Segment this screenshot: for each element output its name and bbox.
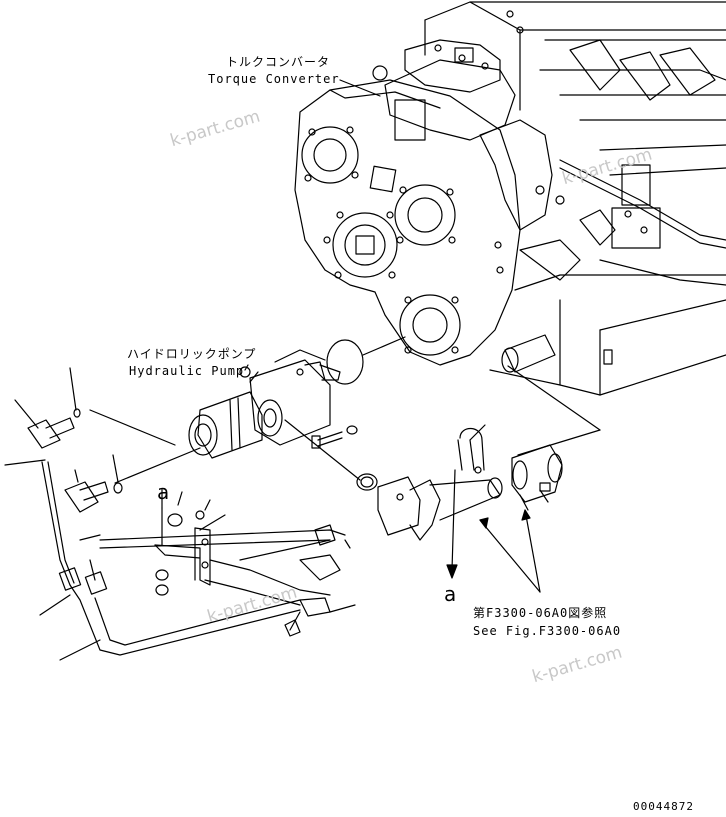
torque-converter-label-en: Torque Converter (208, 72, 340, 86)
hydraulic-pump-drawing (188, 349, 341, 459)
bracket-assembly (154, 491, 356, 637)
torque-converter-drawing (294, 39, 556, 373)
o-ring-large (326, 336, 406, 385)
reference-mark-a-bottom: a (444, 582, 457, 606)
see-figure-label-en: See Fig.F3300-06A0 (473, 624, 622, 638)
transmission-block-drawing (424, 1, 726, 396)
hydraulic-pump-label-jp: ハイドロリックポンプ (127, 347, 257, 361)
torque-converter-label-jp: トルクコンバータ (226, 55, 331, 69)
label-leader-lines (161, 79, 381, 509)
hose-and-clamp-drawing (377, 365, 601, 593)
hydraulic-pump-label-en: Hydraulic Pump (129, 364, 245, 378)
pump-leader-lines (69, 364, 361, 484)
elbow-fittings (4, 399, 109, 513)
drawing-number: 00044872 (633, 800, 694, 813)
suction-pipes (39, 461, 346, 661)
pump-bolts (73, 408, 378, 494)
reference-mark-a-left: a (157, 480, 170, 504)
see-figure-label-jp: 第F3300-06A0図参照 (473, 606, 608, 620)
